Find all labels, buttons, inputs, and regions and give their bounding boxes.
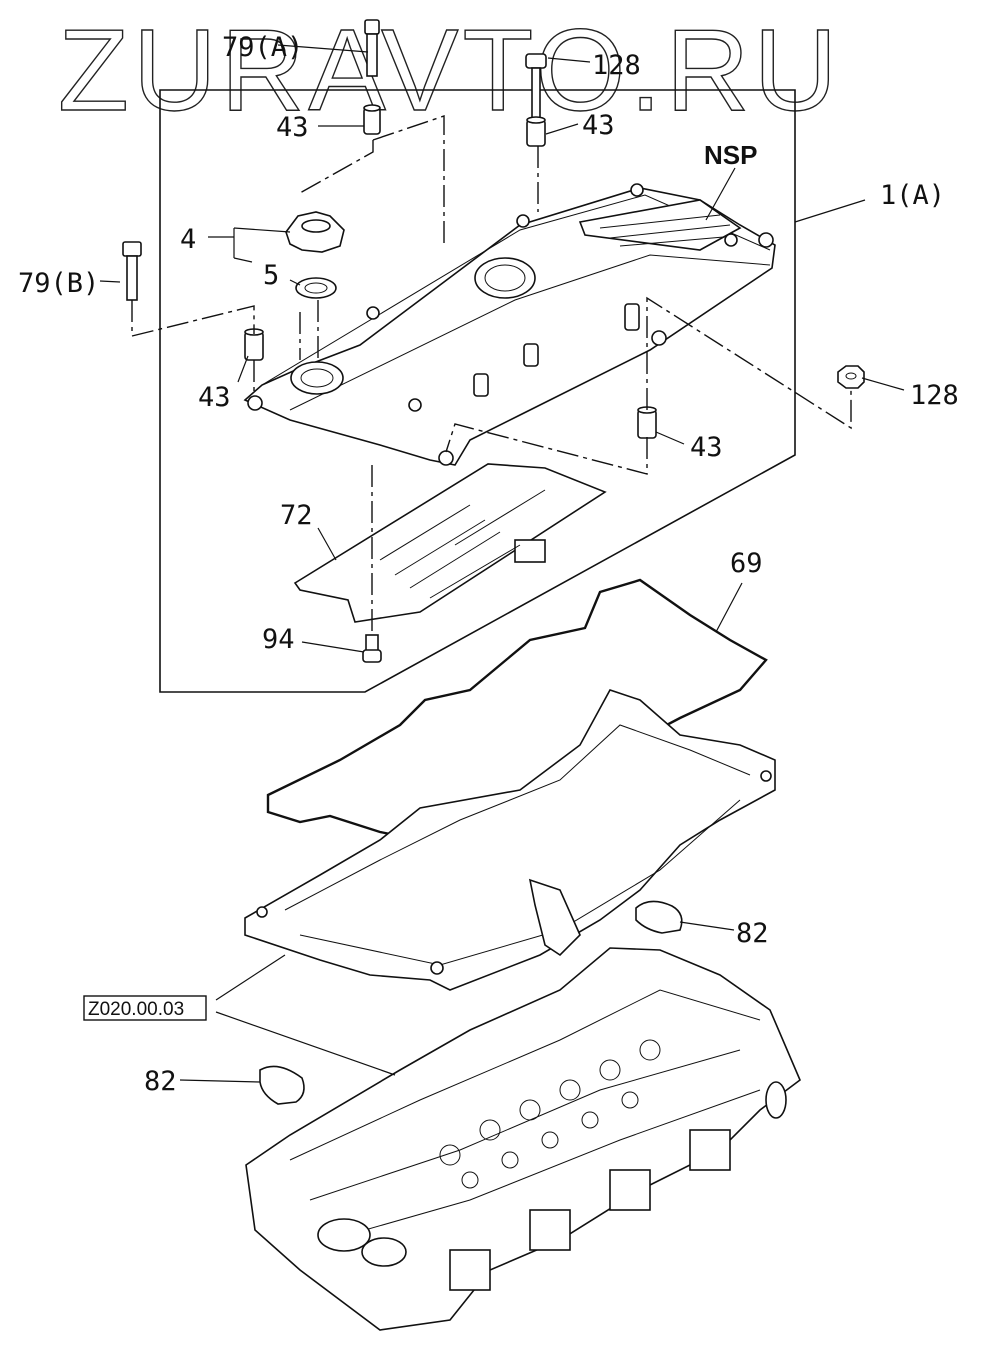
label-79b: 79(B)	[18, 268, 99, 299]
bushing-43-right-icon	[637, 406, 657, 439]
bolt-79b-icon	[122, 241, 142, 301]
nut-128-right-icon	[837, 365, 865, 389]
reference-box[interactable]: Z020.00.03	[83, 995, 207, 1021]
bolt-79a-icon	[364, 19, 380, 77]
leader-lines	[99, 44, 905, 1083]
label-79a: 79(A)	[222, 32, 303, 63]
watermark-text: ZURAVTO.RU	[58, 5, 841, 135]
label-94: 94	[262, 624, 295, 655]
baffle-plate-icon	[293, 463, 607, 623]
bushing-43-top-right-icon	[526, 116, 546, 147]
head-cover-frame-icon	[244, 689, 776, 991]
label-43-right: 43	[690, 432, 723, 463]
rocker-cover-icon	[243, 183, 776, 466]
label-128-right: 128	[910, 380, 959, 411]
label-128-top: 128	[592, 50, 641, 81]
label-43-top-left: 43	[276, 112, 309, 143]
label-82-left: 82	[144, 1066, 177, 1097]
screw-94-icon	[362, 634, 382, 663]
label-43-left: 43	[198, 382, 231, 413]
label-nsp: NSP	[704, 140, 757, 170]
label-4: 4	[180, 224, 196, 255]
label-5: 5	[263, 260, 279, 291]
bushing-43-top-left-icon	[363, 104, 381, 135]
label-1a: 1(A)	[880, 180, 945, 211]
label-43-top-right: 43	[582, 110, 615, 141]
cap-82-left-icon	[259, 1065, 305, 1105]
cap-82-right-icon	[635, 900, 683, 934]
assembly-boundary-box	[159, 89, 796, 693]
rocker-cover-gasket-icon	[266, 578, 768, 848]
label-69: 69	[730, 548, 763, 579]
oil-filler-cap-icon	[285, 211, 345, 253]
reference-code: Z020.00.03	[88, 999, 184, 1020]
label-72: 72	[280, 500, 313, 531]
cylinder-head-icon	[245, 947, 801, 1331]
label-82-right: 82	[736, 918, 769, 949]
seal-ring-icon	[295, 277, 337, 299]
